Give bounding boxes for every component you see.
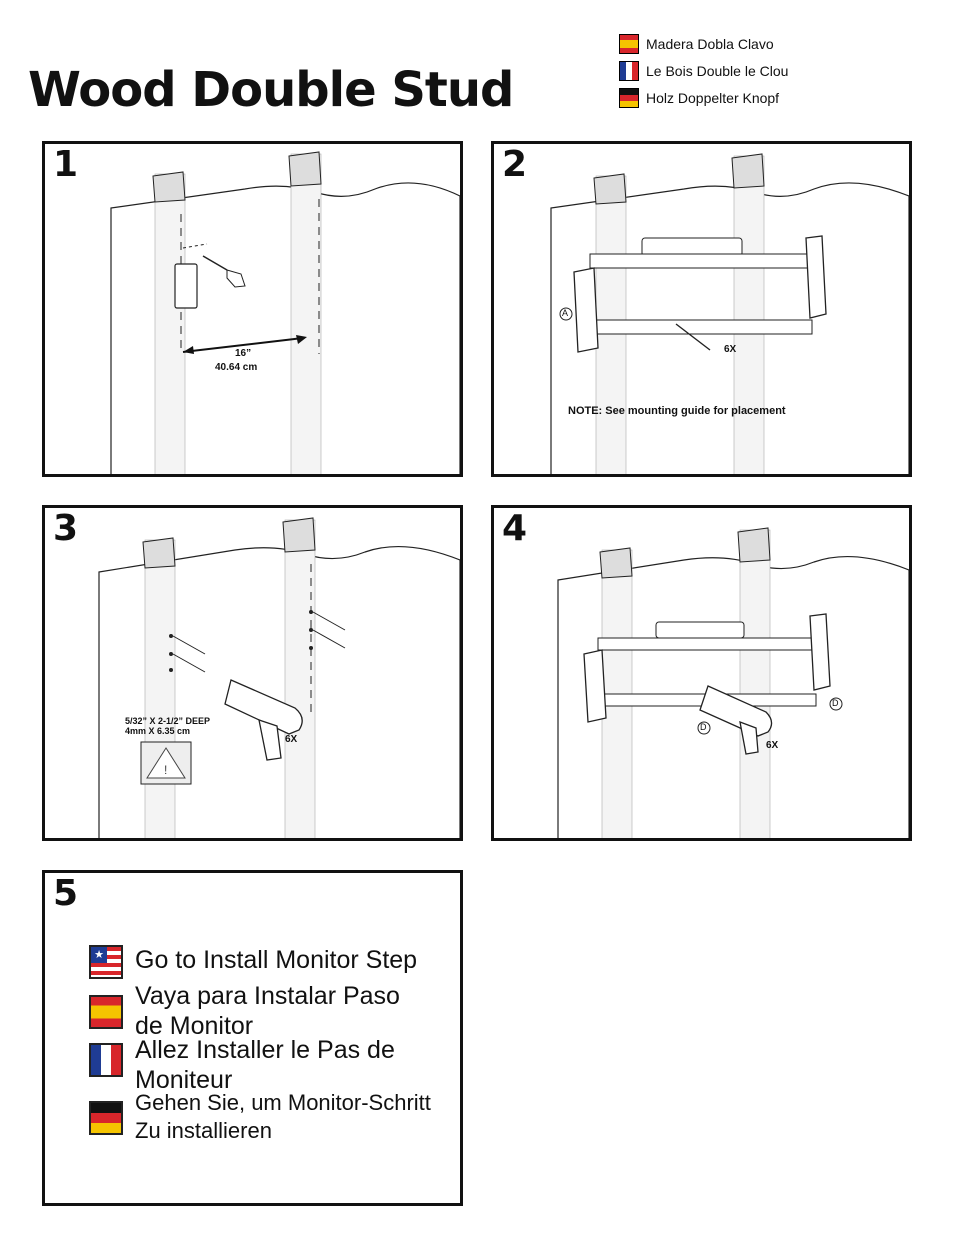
svg-text:!: ! xyxy=(164,763,167,777)
step-2-illustration xyxy=(550,153,909,474)
germany-flag-icon xyxy=(89,1101,123,1135)
instruction-text: Gehen Sie, um Monitor-Schritt xyxy=(135,1090,431,1115)
step-number: 4 xyxy=(502,508,528,549)
quantity-label: 6X xyxy=(724,344,737,355)
part-callout-d: D xyxy=(700,722,707,732)
language-row-french: Le Bois Double le Clou xyxy=(619,57,788,84)
step-number: 3 xyxy=(53,508,79,549)
language-label: Le Bois Double le Clou xyxy=(646,62,789,79)
step-1-panel: 1 16” 40.64 cm xyxy=(42,141,463,477)
step-4-illustration xyxy=(557,527,909,838)
instruction-german: Gehen Sie, um Monitor-Schritt Zu install… xyxy=(89,1089,431,1149)
step-2-panel: 2 A 6X NOTE: See mounting guide for plac… xyxy=(491,141,912,477)
language-row-spanish: Madera Dobla Clavo xyxy=(619,30,788,57)
language-label: Madera Dobla Clavo xyxy=(646,35,774,52)
distance-imperial-label: 16” xyxy=(235,348,252,359)
quantity-label: 6X xyxy=(285,734,298,745)
instruction-text: Vaya para Instalar Paso de Monitor xyxy=(135,982,400,1040)
part-callout-d: D xyxy=(832,698,839,708)
instruction-text: Allez Installer le Pas de Moniteur xyxy=(135,1036,395,1094)
spain-flag-icon xyxy=(619,33,639,54)
step-number: 5 xyxy=(53,873,79,914)
distance-metric-label: 40.64 cm xyxy=(215,362,258,373)
step-number: 1 xyxy=(53,144,79,185)
france-flag-icon xyxy=(619,60,639,81)
instruction-english: ★ Go to Install Monitor Step xyxy=(89,945,431,981)
placement-note: NOTE: See mounting guide for placement xyxy=(568,405,786,417)
language-instructions: ★ Go to Install Monitor Step Vaya para I… xyxy=(89,945,431,1149)
drill-size-imperial: 5/32” X 2-1/2” DEEP xyxy=(125,716,211,726)
france-flag-icon xyxy=(89,1043,123,1077)
instruction-text: Go to Install Monitor Step xyxy=(135,946,418,974)
step-number: 2 xyxy=(502,144,528,185)
drill-size-metric: 4mm X 6.35 cm xyxy=(125,726,191,736)
step-3-illustration: ! xyxy=(98,517,460,838)
quantity-label: 6X xyxy=(766,740,779,751)
spain-flag-icon xyxy=(89,995,123,1029)
language-legend: Madera Dobla Clavo Le Bois Double le Clo… xyxy=(619,30,788,111)
usa-flag-icon: ★ xyxy=(89,945,123,979)
part-callout-a: A xyxy=(562,308,569,318)
step-4-panel: 4 D D 6X xyxy=(491,505,912,841)
language-row-german: Holz Doppelter Knopf xyxy=(619,84,788,111)
language-label: Holz Doppelter Knopf xyxy=(646,89,780,106)
instruction-spanish: Vaya para Instalar Paso de Monitor xyxy=(89,981,431,1040)
instruction-text: Zu installieren xyxy=(135,1118,272,1143)
page-title: Wood Double Stud xyxy=(28,62,514,118)
step-1-illustration xyxy=(110,151,460,474)
step-5-panel: 5 ★ Go to Install Monitor Step Vaya para… xyxy=(42,870,463,1206)
germany-flag-icon xyxy=(619,87,639,108)
instruction-french: Allez Installer le Pas de Moniteur xyxy=(89,1035,431,1094)
step-3-panel: 3 ! 5/32” X 2-1/2” DEEP 4mm X 6.35 cm 6X xyxy=(42,505,463,841)
